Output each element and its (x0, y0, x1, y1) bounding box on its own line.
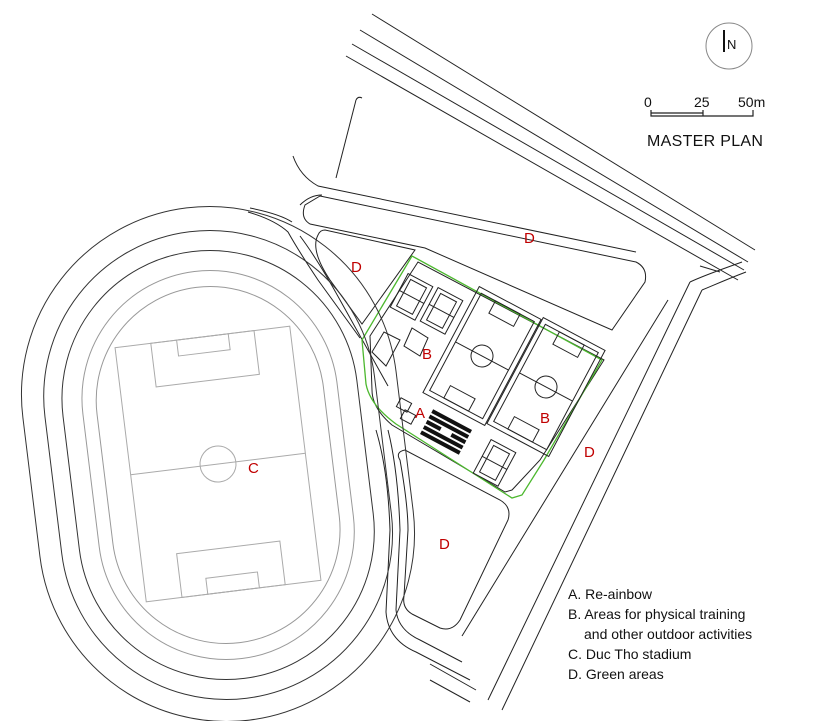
small-buildings (371, 327, 429, 425)
site-outline (369, 261, 605, 493)
green-area-d-west (315, 229, 416, 325)
legend-item-c: C. Duc Tho stadium (568, 646, 692, 662)
zone-label-d-east: D (584, 444, 595, 461)
scale-tick-0: 0 (644, 94, 652, 110)
access-roads (247, 155, 637, 387)
site-boundary (361, 255, 603, 499)
training-pitches (422, 285, 606, 458)
legend-item-b-continued: and other outdoor activities (584, 626, 753, 642)
tennis-courts (389, 272, 517, 487)
east-road (461, 261, 747, 711)
scale-tick-25: 25 (694, 94, 710, 110)
green-area-d-north (302, 96, 647, 331)
zone-label-b-west: B (422, 346, 433, 363)
zone-label-c: C (248, 460, 259, 477)
green-area-d-south (375, 429, 510, 703)
legend-item-a: A. Re-ainbow (568, 586, 653, 602)
page-title: MASTER PLAN (647, 133, 764, 150)
legend-item-d: D. Green areas (568, 666, 664, 682)
zone-label-b-east: B (540, 410, 551, 427)
scale-bar (650, 110, 754, 117)
stadium (20, 206, 416, 721)
zone-label-a: A (415, 405, 426, 422)
legend-item-b: B. Areas for physical training (568, 606, 746, 622)
scale-tick-50m: 50m (738, 94, 766, 110)
legend: A. Re-ainbow B. Areas for physical train… (568, 584, 752, 684)
zone-label-d-west: D (351, 259, 362, 276)
rainbow-pavilion (420, 409, 472, 455)
zone-label-d-north: D (524, 230, 535, 247)
zone-label-d-south: D (439, 536, 450, 553)
north-label: N (727, 37, 737, 52)
diagonal-road (345, 13, 756, 281)
north-arrow-icon (705, 22, 753, 70)
